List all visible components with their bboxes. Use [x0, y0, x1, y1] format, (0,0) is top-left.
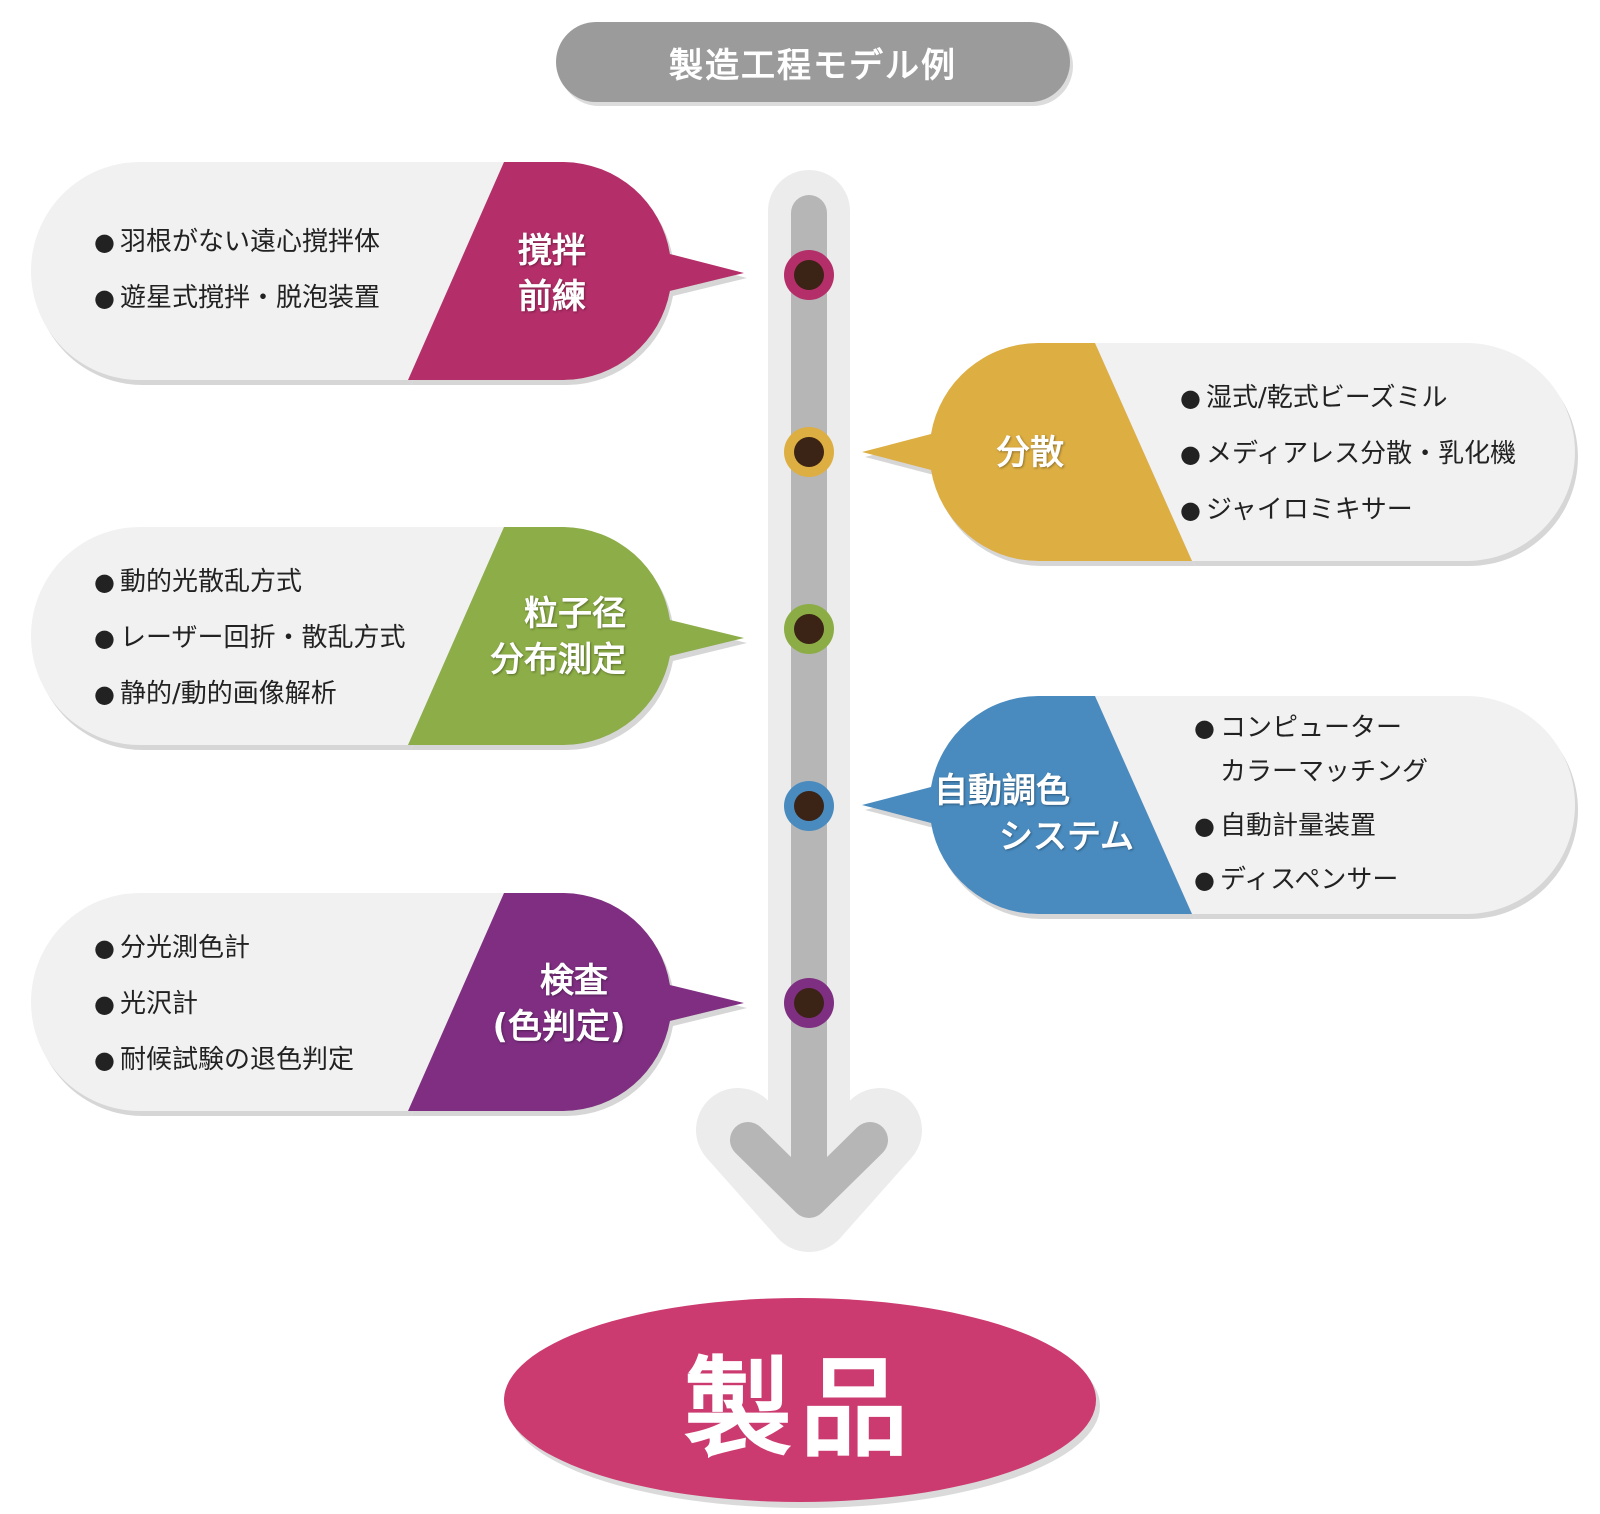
bullet-icon: ● — [1194, 812, 1215, 840]
stage-label-line: 前練 — [518, 277, 586, 317]
list-item: ● 光沢計 — [94, 990, 354, 1018]
stage-stirring-items: ● 羽根がない遠心撹拌体 ● 遊星式撹拌・脱泡装置 — [94, 228, 380, 312]
item-text: カラーマッチング — [1220, 757, 1429, 787]
stage-label-line: システム — [999, 817, 1134, 857]
stage-label-line: 粒子径 — [524, 594, 626, 634]
stage-label-line: 検査 — [540, 961, 608, 1001]
list-item: ● 遊星式撹拌・脱泡装置 — [94, 284, 380, 312]
list-item: ● 静的/動的画像解析 — [94, 680, 405, 708]
stage-particle-items: ● 動的光散乱方式 ● レーザー回折・散乱方式 ● 静的/動的画像解析 — [94, 568, 405, 708]
bullet-icon: ● — [1180, 496, 1201, 524]
stage-dispersion-label: 分散 — [970, 430, 1090, 476]
stage-label-line: 自動調色 — [934, 771, 1070, 811]
bullet-icon: ● — [94, 680, 115, 708]
list-item: ● ディスペンサー — [1194, 866, 1428, 894]
stage-label-line: (色判定) — [492, 1007, 626, 1047]
item-text: コンピューター — [1220, 713, 1403, 743]
stage-dispersion-items: ● 湿式/乾式ビーズミル ● メディアレス分散・乳化機 ● ジャイロミキサー — [1180, 384, 1516, 524]
bullet-icon: ● — [94, 1046, 115, 1074]
item-text: 羽根がない遠心撹拌体 — [120, 227, 381, 257]
bullet-icon: ● — [1194, 866, 1215, 894]
timeline-dot-color-system — [784, 781, 834, 831]
bullet-icon: ● — [94, 934, 115, 962]
bullet-icon: ● — [94, 228, 115, 256]
item-text: 動的光散乱方式 — [120, 567, 303, 597]
item-text: メディアレス分散・乳化機 — [1206, 439, 1517, 469]
list-item: ● 分光測色計 — [94, 934, 354, 962]
bullet-icon: ● — [1180, 440, 1201, 468]
bullet-icon: ● — [94, 284, 115, 312]
list-item: ● 動的光散乱方式 — [94, 568, 405, 596]
list-item: ● 自動計量装置 — [1194, 812, 1428, 840]
stage-stirring-label: 撹拌 前練 — [492, 228, 612, 320]
bullet-icon: ● — [94, 990, 115, 1018]
item-text: 分光測色計 — [120, 933, 251, 963]
list-item: ● コンピューター カラーマッチング — [1194, 714, 1428, 786]
item-text: 光沢計 — [120, 989, 199, 1019]
bullet-icon: ● — [94, 568, 115, 596]
timeline-dot-dispersion — [784, 427, 834, 477]
list-item: ● 羽根がない遠心撹拌体 — [94, 228, 380, 256]
stage-label-line: 分散 — [996, 433, 1064, 473]
bullet-icon: ● — [1194, 714, 1215, 742]
bullet-icon: ● — [1180, 384, 1201, 412]
stage-label-line: 撹拌 — [518, 231, 586, 271]
timeline-dot-particle — [784, 604, 834, 654]
stage-inspection-callout — [31, 893, 744, 1111]
stage-inspection-items: ● 分光測色計 ● 光沢計 ● 耐候試験の退色判定 — [94, 934, 354, 1074]
list-item: ● メディアレス分散・乳化機 — [1180, 440, 1516, 468]
item-text: 耐候試験の退色判定 — [120, 1045, 355, 1075]
stage-particle-callout — [31, 527, 744, 745]
product-ellipse: 製品 — [504, 1298, 1096, 1502]
stage-stirring-callout — [31, 162, 744, 380]
stage-dispersion-callout — [862, 343, 1575, 561]
list-item: ● ジャイロミキサー — [1180, 496, 1516, 524]
item-text: 静的/動的画像解析 — [120, 679, 337, 709]
stage-color-system-callout — [862, 696, 1575, 914]
list-item: ● 湿式/乾式ビーズミル — [1180, 384, 1516, 412]
stage-color-system-items: ● コンピューター カラーマッチング ● 自動計量装置 ● ディスペンサー — [1194, 714, 1428, 894]
stage-color-system-label: 自動調色 システム — [934, 768, 1134, 860]
bullet-icon: ● — [94, 624, 115, 652]
item-text: 自動計量装置 — [1220, 811, 1377, 841]
stage-particle-label: 粒子径 分布測定 — [468, 591, 648, 683]
item-text: ディスペンサー — [1220, 865, 1399, 895]
list-item: ● 耐候試験の退色判定 — [94, 1046, 354, 1074]
stage-inspection-label: 検査 (色判定) — [474, 958, 644, 1050]
timeline-dot-inspection — [784, 978, 834, 1028]
item-text: ジャイロミキサー — [1206, 495, 1413, 525]
list-item: ● レーザー回折・散乱方式 — [94, 624, 405, 652]
item-text: レーザー回折・散乱方式 — [120, 623, 406, 653]
item-text: 遊星式撹拌・脱泡装置 — [120, 283, 381, 313]
stage-label-line: 分布測定 — [490, 640, 626, 680]
item-text: 湿式/乾式ビーズミル — [1206, 383, 1448, 413]
flow-arrow — [696, 170, 922, 1252]
diagram-title: 製造工程モデル例 — [556, 22, 1070, 102]
timeline-dot-stirring — [784, 250, 834, 300]
